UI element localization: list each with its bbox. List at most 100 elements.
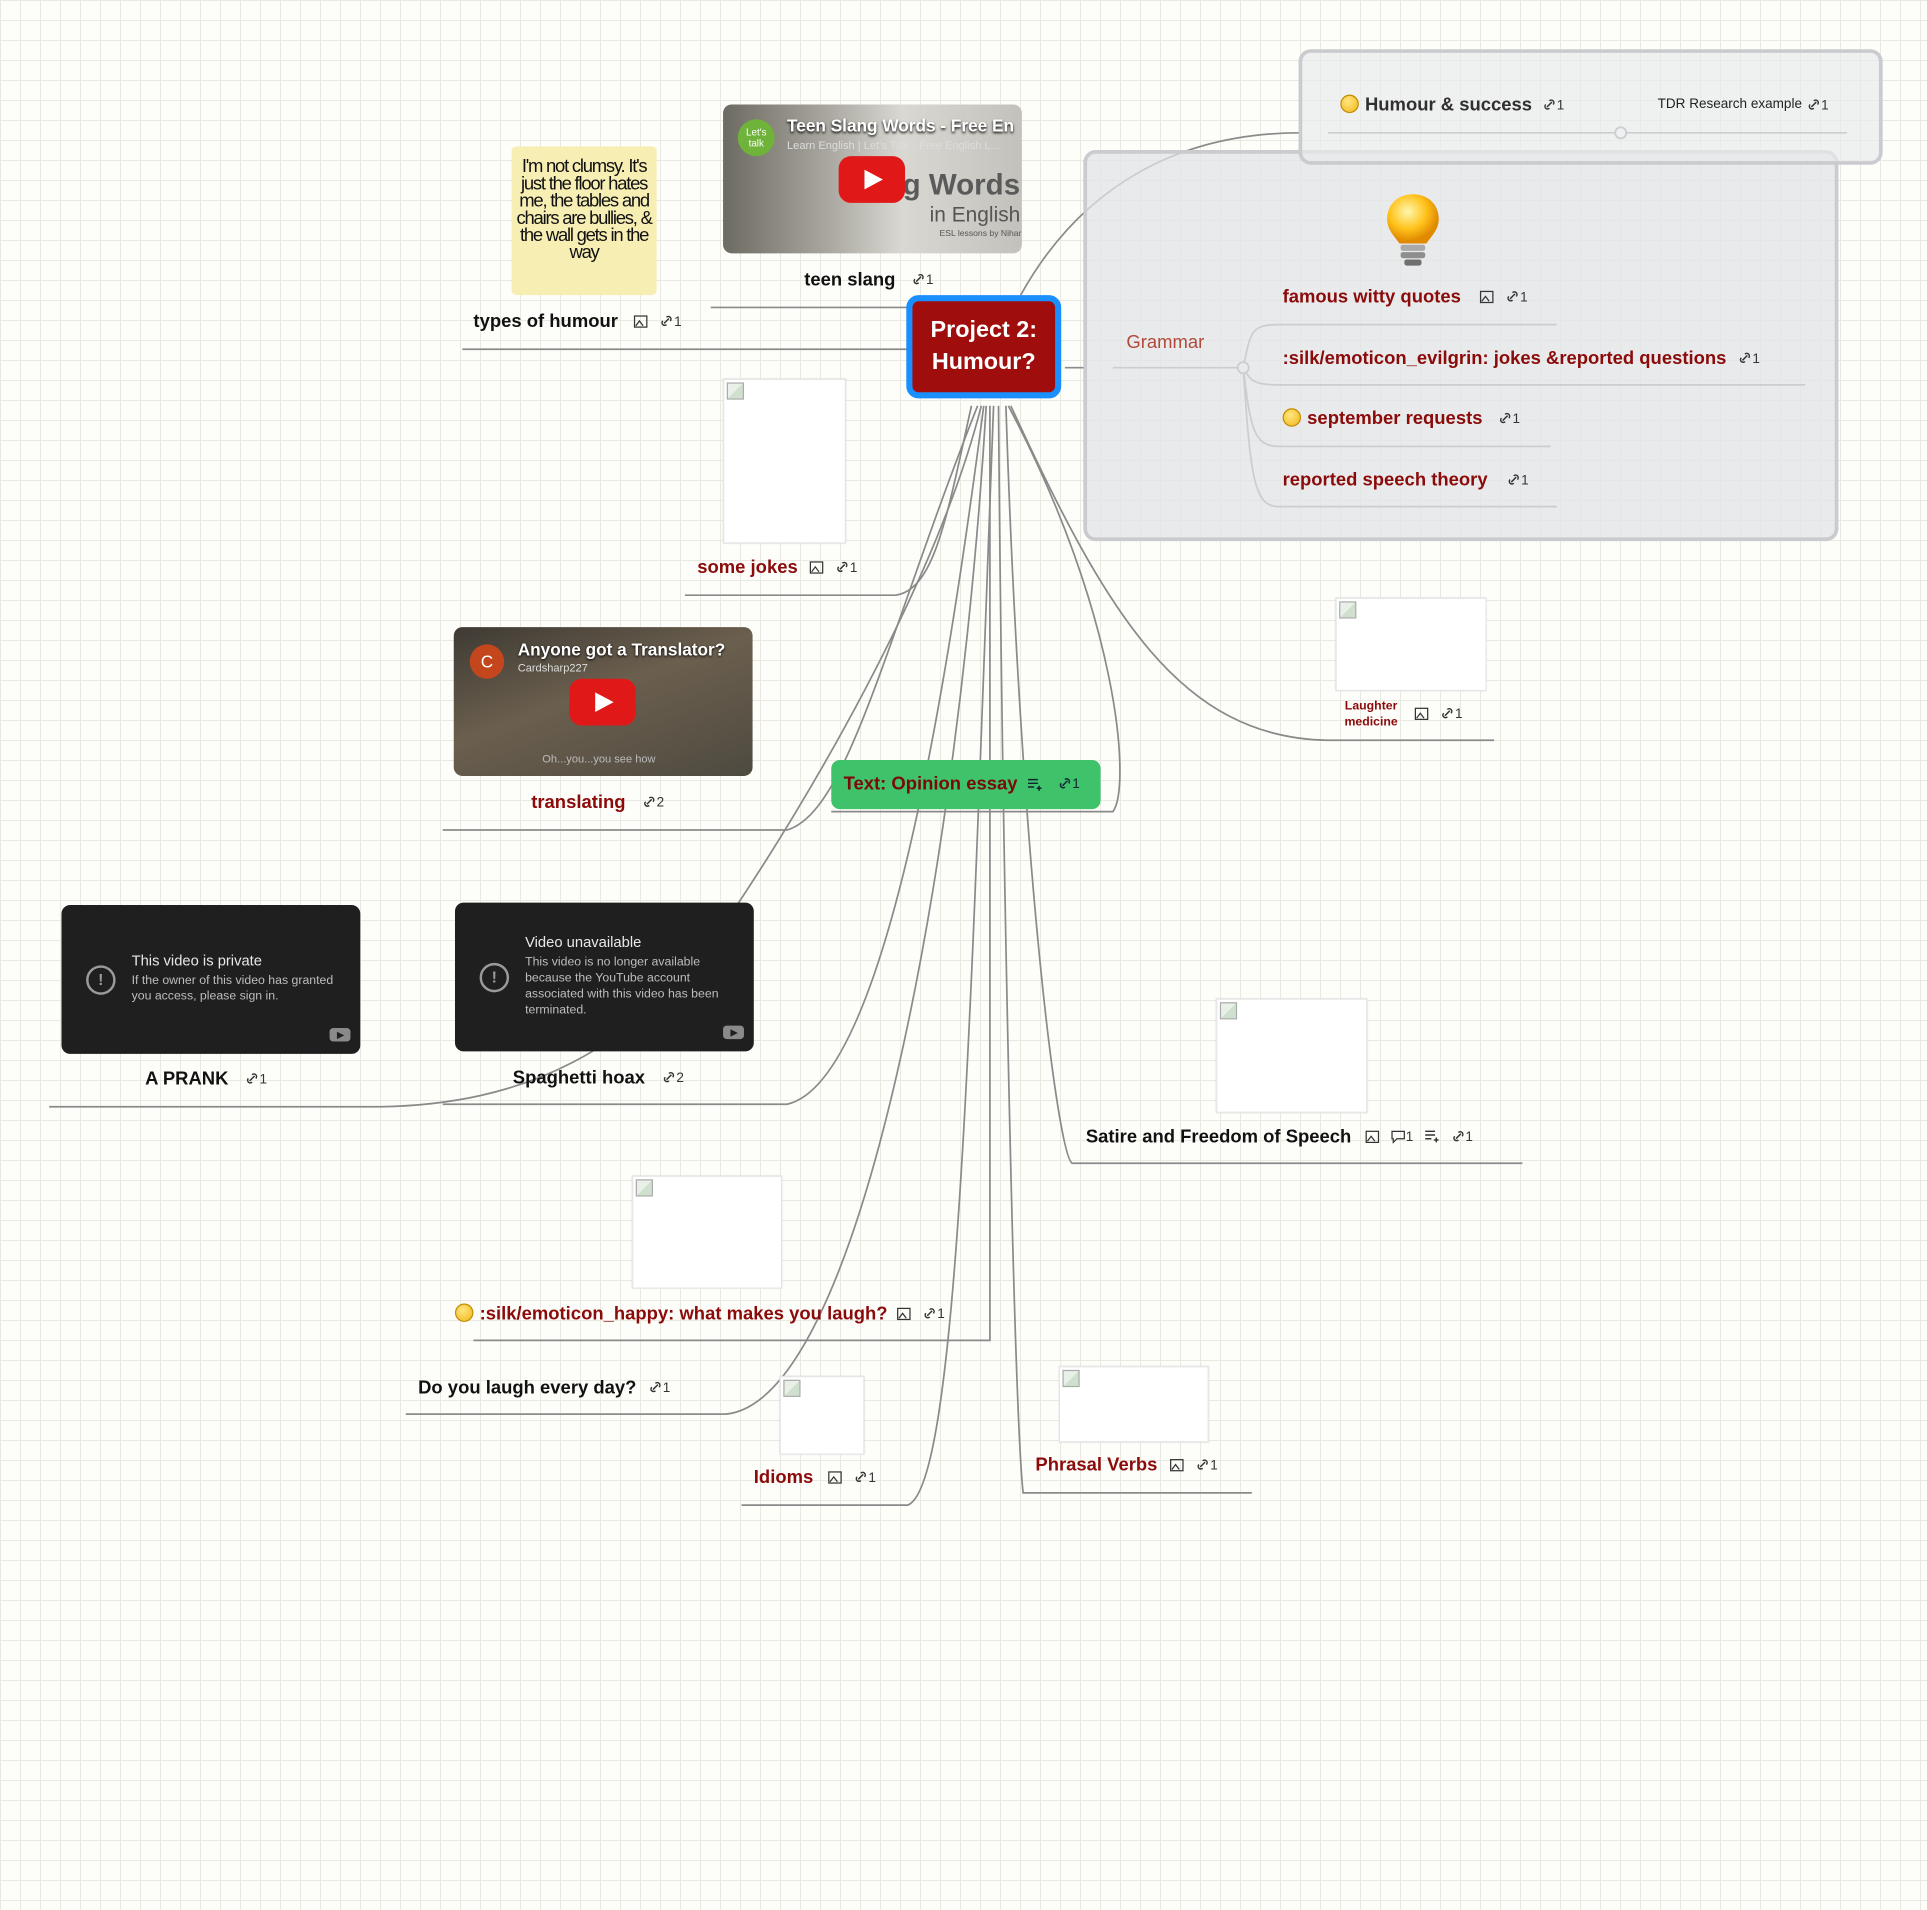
phrasal-verbs-meta: 1: [1169, 1457, 1218, 1474]
link-icon[interactable]: [245, 1072, 260, 1087]
laugh-every-day-meta: 1: [648, 1380, 670, 1397]
satire-meta: 1 1: [1365, 1129, 1473, 1146]
link-icon[interactable]: [1506, 473, 1521, 488]
link-icon[interactable]: [662, 1071, 677, 1086]
quote-image: I'm not clumsy. It's just the floor hate…: [511, 146, 657, 296]
some-jokes-image: [723, 378, 847, 544]
youtube-icon: [329, 1028, 351, 1042]
spaghetti-meta: 2: [662, 1070, 684, 1087]
video-title: Anyone got a Translator?: [517, 639, 726, 660]
video-title: Teen Slang Words - Free En: [787, 115, 1015, 136]
image-icon: [896, 1307, 911, 1322]
link-icon[interactable]: [1451, 1130, 1466, 1145]
idioms-meta: 1: [828, 1469, 876, 1486]
teen-slang-video[interactable]: Let's talk Teen Slang Words - Free En Le…: [723, 104, 1022, 254]
node-types-of-humour[interactable]: types of humour: [473, 311, 618, 333]
link-icon[interactable]: [1738, 352, 1753, 367]
channel-logo: Let's talk: [737, 119, 775, 157]
link-icon[interactable]: [1498, 412, 1513, 427]
node-some-jokes[interactable]: some jokes: [697, 557, 798, 578]
central-title: Project 2: Humour?: [930, 317, 1038, 376]
link-icon[interactable]: [1505, 290, 1520, 305]
node-tdr-research[interactable]: TDR Research example: [1657, 97, 1802, 112]
node-phrasal-verbs[interactable]: Phrasal Verbs: [1035, 1454, 1158, 1476]
video-error-text: If the owner of this video has granted y…: [131, 973, 334, 1004]
notes-icon: [1027, 776, 1042, 798]
link-icon[interactable]: [854, 1471, 869, 1486]
image-icon: [809, 561, 824, 576]
edge-satire: [1005, 405, 1523, 1165]
grammar-item-jokes-reported-questions[interactable]: :silk/emoticon_evilgrin: jokes &reported…: [1282, 348, 1727, 369]
image-icon: [1414, 707, 1429, 722]
link-icon[interactable]: [648, 1381, 663, 1396]
thumb-text-2: in English: [929, 202, 1021, 227]
node-satire[interactable]: Satire and Freedom of Speech: [1085, 1126, 1352, 1148]
alert-icon: !: [86, 965, 116, 995]
edge-some-jokes: [684, 405, 973, 597]
node-grammar[interactable]: Grammar: [1126, 332, 1205, 353]
september-meta: 1: [1498, 411, 1520, 428]
node-idioms[interactable]: Idioms: [753, 1467, 814, 1488]
translating-meta: 2: [642, 794, 664, 811]
node-translating[interactable]: translating: [531, 791, 626, 813]
link-icon[interactable]: [642, 796, 657, 811]
spaghetti-video[interactable]: ! Video unavailable This video is no lon…: [454, 902, 754, 1052]
link-icon[interactable]: [1195, 1458, 1210, 1473]
edge-phrasal-verbs: [997, 405, 1252, 1494]
alert-icon: !: [479, 962, 510, 993]
node-humour-success[interactable]: Humour & success: [1340, 94, 1532, 117]
node-spaghetti-hoax[interactable]: Spaghetti hoax: [512, 1067, 645, 1089]
edge-laughter: [1010, 405, 1495, 742]
link-icon[interactable]: [911, 273, 926, 288]
image-icon: [828, 1471, 843, 1486]
link-icon[interactable]: [659, 315, 674, 330]
reported-speech-meta: 1: [1506, 472, 1529, 489]
comment-icon[interactable]: [1391, 1130, 1406, 1145]
link-icon[interactable]: [1058, 777, 1073, 792]
node-opinion-essay[interactable]: Text: Opinion essay 1: [831, 759, 1101, 810]
translating-video[interactable]: C Anyone got a Translator? Cardsharp227 …: [453, 627, 753, 776]
thumb-text: g Words: [902, 168, 1021, 202]
lightbulb-icon: [1383, 192, 1442, 268]
link-icon[interactable]: [922, 1307, 937, 1322]
prank-meta: 1: [245, 1071, 267, 1088]
node-laughter-medicine[interactable]: Laughter medicine: [1344, 699, 1398, 730]
video-error-title: Video unavailable: [525, 933, 642, 951]
grammar-item-famous-witty-quotes[interactable]: famous witty quotes: [1282, 286, 1461, 308]
humour-success-meta: 1: [1542, 97, 1564, 114]
link-icon[interactable]: [1806, 98, 1821, 113]
smile-icon: [1340, 94, 1359, 114]
thumb-text-3: ESL lessons by Niharika: [939, 229, 1022, 239]
edge-prank: [737, 405, 983, 905]
what-laugh-meta: 1: [896, 1306, 945, 1323]
link-icon[interactable]: [1542, 98, 1557, 113]
what-laugh-image: [632, 1175, 783, 1289]
node-teen-slang[interactable]: teen slang: [804, 269, 896, 291]
video-channel: Learn English | Let's Talk - Free Englis…: [787, 138, 1000, 152]
link-icon[interactable]: [835, 561, 850, 576]
grammar-group: [1083, 150, 1839, 542]
play-button[interactable]: [569, 678, 636, 726]
link-icon[interactable]: [1440, 707, 1455, 722]
some-jokes-meta: 1: [809, 560, 857, 577]
notes-icon: [1425, 1130, 1440, 1145]
laughter-meta: 1: [1414, 706, 1462, 723]
edge-translating: [442, 405, 979, 831]
laughter-image: [1335, 597, 1487, 692]
grammar-item-reported-speech-theory[interactable]: reported speech theory: [1282, 469, 1488, 491]
video-channel: Cardsharp227: [517, 661, 588, 674]
edge-idioms: [741, 405, 995, 1507]
node-what-makes-you-laugh[interactable]: :silk/emoticon_happy: what makes you lau…: [454, 1303, 888, 1325]
play-button[interactable]: [838, 156, 906, 203]
satire-image: [1216, 998, 1368, 1113]
sad-face-icon: [1282, 408, 1302, 427]
grammar-item-september-requests[interactable]: september requests: [1282, 408, 1482, 430]
node-laugh-every-day[interactable]: Do you laugh every day?: [418, 1377, 637, 1399]
edge-opinion-essay: [831, 405, 1121, 813]
prank-video[interactable]: ! This video is private If the owner of …: [61, 905, 361, 1054]
edge-what-laugh: [473, 405, 991, 1342]
channel-avatar: C: [469, 644, 505, 679]
central-node[interactable]: Project 2: Humour?: [906, 295, 1062, 399]
idioms-image: [779, 1376, 865, 1455]
node-a-prank[interactable]: A PRANK: [145, 1068, 229, 1090]
